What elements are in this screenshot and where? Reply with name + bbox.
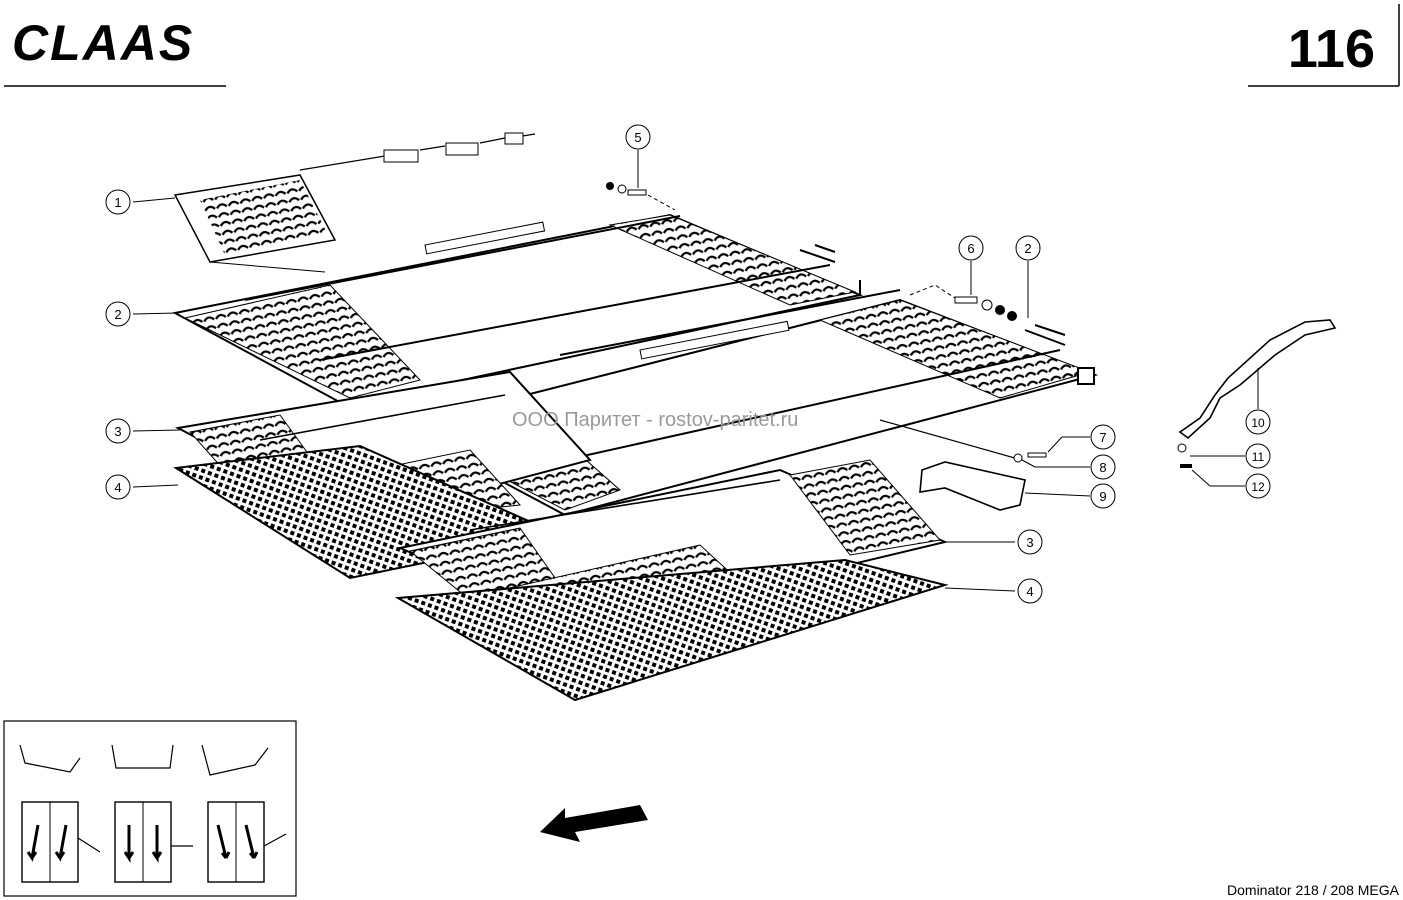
callout-4b: 4 (944, 578, 1043, 604)
sieve-position-icon (21, 801, 101, 883)
part-mesh-screen-right (394, 558, 949, 702)
callout-11: 11 (1190, 443, 1271, 469)
svg-text:2: 2 (114, 307, 121, 322)
part-upper-sieve-left (172, 213, 864, 407)
callout-7: 7 (1047, 424, 1116, 453)
svg-text:3: 3 (114, 424, 121, 439)
callout-5: 5 (625, 124, 651, 188)
svg-text:4: 4 (1026, 584, 1033, 599)
svg-text:3: 3 (1026, 535, 1033, 550)
callout-2b: 2 (1015, 235, 1041, 318)
callout-6: 6 (958, 235, 984, 295)
watermark: ООО Паритет - rostov-paritet.ru (512, 409, 799, 431)
callout-2: 2 (105, 301, 179, 327)
claas-logo: CLAAS (12, 15, 194, 71)
sieve-position-legend (3, 720, 297, 897)
callout-4: 4 (105, 474, 179, 500)
svg-text:CLAAS: CLAAS (12, 15, 194, 71)
svg-text:11: 11 (1252, 450, 1265, 464)
svg-text:8: 8 (1099, 460, 1106, 475)
page-number: 116 (1287, 19, 1375, 79)
svg-text:7: 7 (1099, 430, 1106, 445)
callout-1: 1 (105, 189, 176, 215)
svg-text:12: 12 (1251, 480, 1265, 494)
svg-text:5: 5 (634, 130, 641, 145)
callout-3b: 3 (945, 529, 1043, 555)
sieve-position-icon (207, 801, 287, 883)
svg-text:9: 9 (1099, 489, 1106, 504)
travel-direction-arrow-icon (540, 805, 648, 842)
svg-text:4: 4 (114, 480, 121, 495)
part-deflector-plate (173, 132, 536, 273)
callout-8: 8 (1021, 454, 1116, 480)
svg-text:1: 1 (114, 195, 121, 210)
svg-text:6: 6 (967, 241, 974, 256)
callout-10: 10 (1245, 368, 1271, 435)
callout-3: 3 (105, 418, 181, 444)
part-bolt-5 (606, 182, 676, 211)
part-bracket-9 (879, 419, 1047, 511)
callout-9: 9 (1024, 483, 1116, 509)
sieve-position-icon (114, 801, 193, 883)
part-lever-10 (1177, 319, 1337, 468)
callout-12: 12 (1191, 469, 1271, 499)
svg-text:10: 10 (1251, 416, 1265, 430)
footer-model: Dominator 218 / 208 MEGA (1227, 882, 1399, 898)
svg-text:2: 2 (1024, 241, 1031, 256)
part-bolt-6 (909, 284, 1017, 321)
sieve-position-icon (19, 744, 269, 776)
